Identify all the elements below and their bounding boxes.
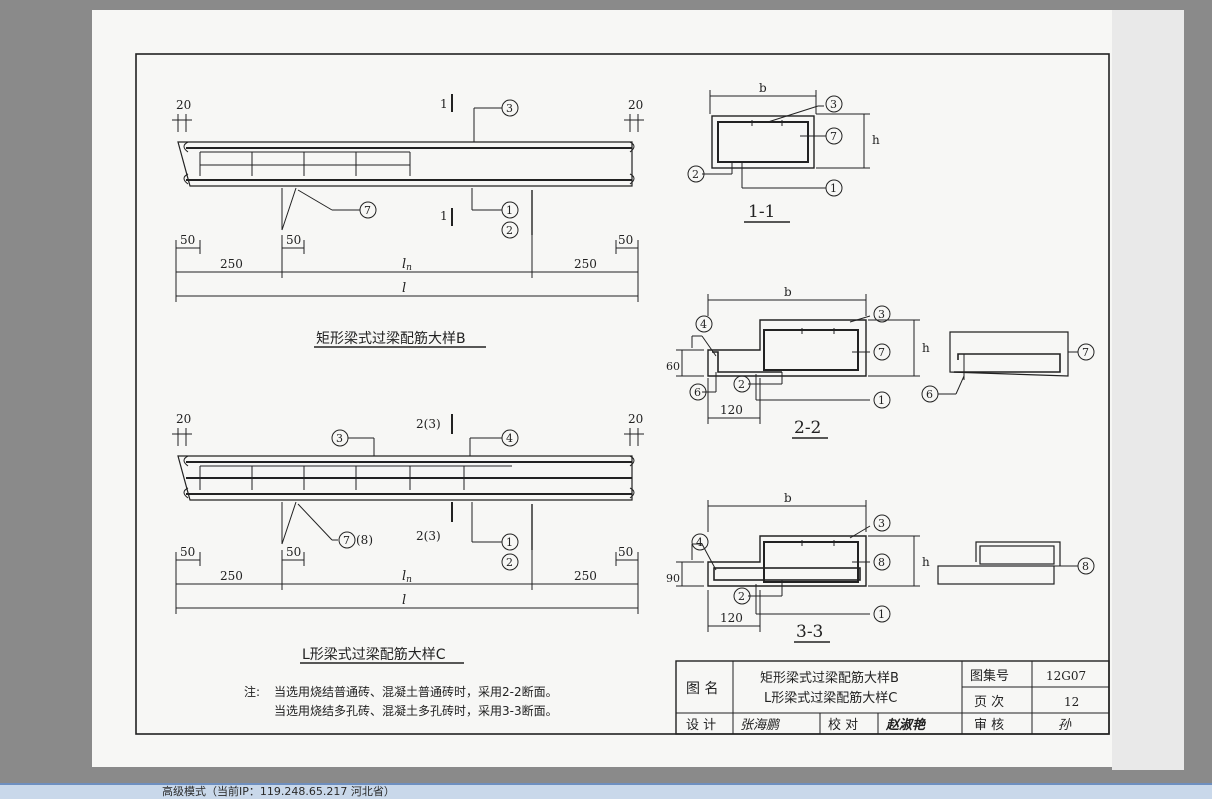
notes-label: 注: <box>244 684 260 699</box>
beam-c-elevation <box>172 414 644 664</box>
title-block-name-line1: 矩形梁式过梁配筋大样B <box>760 670 899 686</box>
mark-2-s3: 2 <box>738 590 745 603</box>
mark-6-s2: 6 <box>694 386 701 399</box>
dim-ln-c: ln <box>402 569 412 585</box>
mark-4-s2: 4 <box>700 318 707 331</box>
title-block-grid <box>675 660 1110 735</box>
mark-2-s1: 2 <box>692 168 699 181</box>
dim-50-left-c: 50 <box>180 545 195 559</box>
dim-250-right-c: 250 <box>574 569 597 583</box>
mark-3-s1: 3 <box>830 98 837 111</box>
dim-20-right-c: 20 <box>628 412 643 426</box>
title-block-atlas-value: 12G07 <box>1046 669 1086 683</box>
dim-250-left-b: 250 <box>220 257 243 271</box>
mark-1-s2: 1 <box>878 394 885 407</box>
dim-120-3-3: 120 <box>720 611 743 625</box>
dim-20-right-b: 20 <box>628 98 643 112</box>
title-block-page-label: 页 次 <box>974 694 1004 710</box>
mark-8-s3: 8 <box>878 556 885 569</box>
notes-line-1: 当选用烧结普通砖、混凝土普通砖时，采用2-2断面。 <box>274 684 558 699</box>
mark-4-c: 4 <box>506 432 513 445</box>
section-3-3 <box>676 500 1078 643</box>
mark-8-detail: 8 <box>1082 560 1089 573</box>
notes-line-2: 当选用烧结多孔砖、混凝土多孔砖时，采用3-3断面。 <box>274 703 558 718</box>
dim-h-2-2: h <box>922 341 930 355</box>
dim-90: 90 <box>666 572 680 585</box>
title-block-design-label: 设 计 <box>686 718 716 733</box>
beam-b-elevation <box>172 94 644 348</box>
cut-mark-1-bottom: 1 <box>440 209 448 223</box>
mark-3-c: 3 <box>336 432 343 445</box>
mark-3-s2: 3 <box>878 308 885 321</box>
status-bar-text: 高级模式（当前IP：119.248.65.217 河北省） <box>162 785 395 798</box>
dim-50-left-b: 50 <box>180 233 195 247</box>
mark-1-s1: 1 <box>830 182 837 195</box>
drawing-page: 20 20 1 1 3 7 1 2 50 50 50 250 250 ln l … <box>92 10 1112 767</box>
mark-8-paren-c: (8) <box>356 533 373 547</box>
section-label-3-3: 3-3 <box>796 622 823 642</box>
dim-50-mid-b: 50 <box>286 233 301 247</box>
mark-3-s3: 3 <box>878 517 885 530</box>
mark-7-b: 7 <box>364 204 371 217</box>
title-block-check-sign: 赵淑艳 <box>885 717 927 733</box>
dim-120-2-2: 120 <box>720 403 743 417</box>
dim-50-right-c: 50 <box>618 545 633 559</box>
status-bar: 高级模式（当前IP：119.248.65.217 河北省） <box>0 783 1212 799</box>
dim-60: 60 <box>666 360 680 373</box>
dim-l-b: l <box>402 281 406 296</box>
mark-1-s3: 1 <box>878 608 885 621</box>
mark-7-s2: 7 <box>878 346 885 359</box>
dim-l-c: l <box>402 593 406 608</box>
mark-7-c: 7 <box>343 534 350 547</box>
structural-drawing-sheet: 20 20 1 1 3 7 1 2 50 50 50 250 250 ln l … <box>135 53 1110 735</box>
dim-b-3-3: b <box>784 491 792 505</box>
section-1-1 <box>702 90 870 223</box>
dim-h-1-1: h <box>872 133 880 147</box>
mark-4-s3: 4 <box>696 536 703 549</box>
mark-1-b: 1 <box>506 204 513 217</box>
cut-mark-2-3-bottom: 2(3) <box>416 529 441 543</box>
cut-mark-1-top: 1 <box>440 97 448 111</box>
mark-3-b: 3 <box>506 102 513 115</box>
title-block-name-label: 图 名 <box>686 681 718 697</box>
dim-250-right-b: 250 <box>574 257 597 271</box>
beam-b-title: 矩形梁式过梁配筋大样B <box>316 330 466 347</box>
mark-2-b: 2 <box>506 224 513 237</box>
mark-2-c: 2 <box>506 556 513 569</box>
title-block-design-sign: 张海鹏 <box>740 718 781 733</box>
mark-6-detail: 6 <box>926 388 933 401</box>
title-block-page-value: 12 <box>1064 695 1079 709</box>
dim-h-3-3: h <box>922 555 930 569</box>
title-block-check-label: 校 对 <box>828 717 858 733</box>
dim-b-2-2: b <box>784 285 792 299</box>
mark-7-s1: 7 <box>830 130 837 143</box>
dim-250-left-c: 250 <box>220 569 243 583</box>
beam-c-title: L形梁式过梁配筋大样C <box>302 646 446 663</box>
dim-ln-b: ln <box>402 257 412 273</box>
section-2-2 <box>676 294 1078 439</box>
adjacent-page-edge <box>1112 10 1184 770</box>
dim-50-right-b: 50 <box>618 233 633 247</box>
title-block-review-label: 审 核 <box>974 718 1004 733</box>
dim-b-1-1: b <box>759 81 767 95</box>
dim-50-mid-c: 50 <box>286 545 301 559</box>
title-block-name-line2: L形梁式过梁配筋大样C <box>764 690 897 706</box>
cut-mark-2-3-top: 2(3) <box>416 417 441 431</box>
section-label-2-2: 2-2 <box>794 418 821 438</box>
title-block-review-sign: 孙 <box>1058 718 1072 733</box>
mark-2-s2: 2 <box>738 378 745 391</box>
mark-1-c: 1 <box>506 536 513 549</box>
dim-20-left-c: 20 <box>176 412 191 426</box>
mark-7-detail: 7 <box>1082 346 1089 359</box>
dim-20-left-b: 20 <box>176 98 191 112</box>
title-block-atlas-label: 图集号 <box>970 668 1009 684</box>
section-label-1-1: 1-1 <box>748 202 775 222</box>
sheet-frame <box>135 53 1110 735</box>
